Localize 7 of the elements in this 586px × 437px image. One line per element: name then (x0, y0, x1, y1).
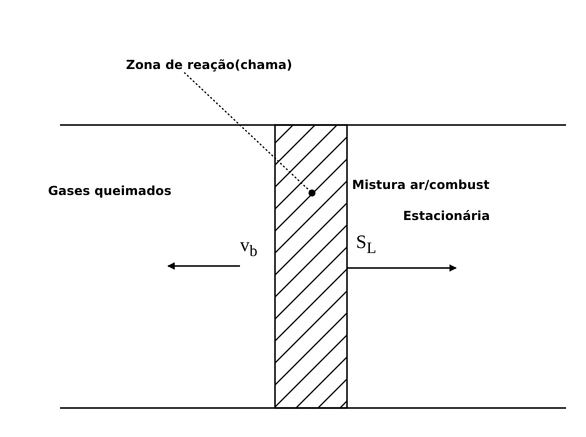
callout-label: Zona de reação(chama) (126, 59, 292, 72)
state-label: Estacionária (403, 210, 490, 222)
velocity-label: v$_{b}$ (240, 236, 258, 260)
leader-line (184, 72, 316, 196)
region-label: Gases queimados (48, 185, 172, 198)
velocity-label: S$_{L}$ (356, 233, 376, 257)
reaction-zone-band (274, 124, 348, 409)
